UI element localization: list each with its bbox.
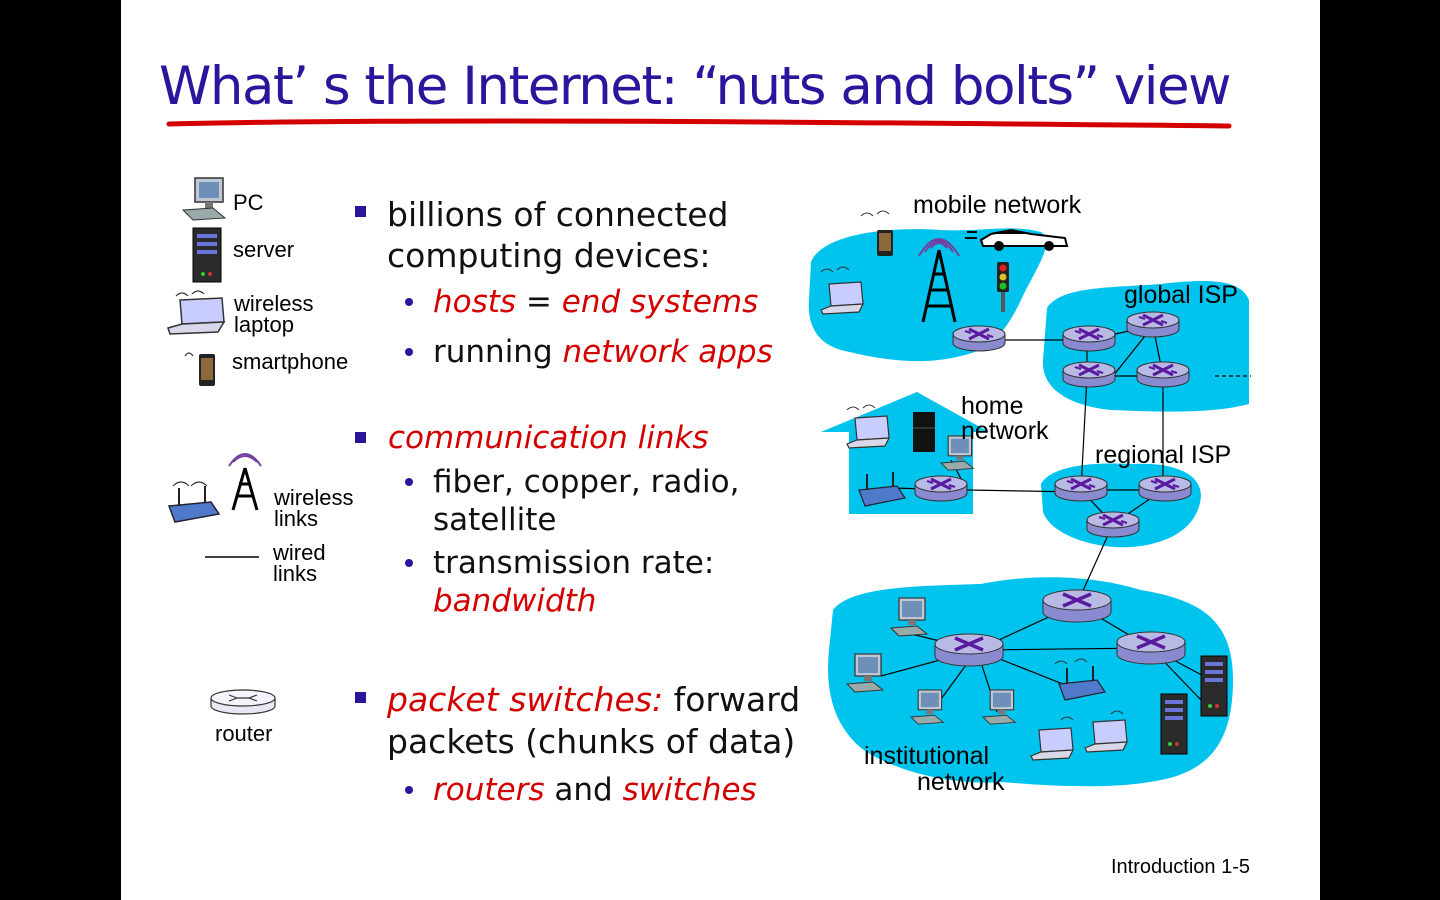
bullet-1-line-2: computing devices: — [387, 236, 711, 275]
router-icon — [210, 689, 276, 715]
label-home-network-1: home — [961, 392, 1024, 420]
sub-bullet-dot — [405, 786, 413, 794]
legend-wireless-links-label-2: links — [274, 506, 319, 531]
slide: What’ s the Internet: “nuts and bolts” v… — [121, 0, 1320, 900]
wireless-links-icon — [167, 453, 262, 523]
bullet-1-sub-1: hosts = end systems — [433, 283, 758, 321]
label-home-network-2: network — [961, 417, 1049, 445]
term-network-apps: network apps — [562, 334, 773, 370]
slide-title: What’ s the Internet: “nuts and bolts” v… — [159, 56, 1231, 117]
bullet-1-line-1: billions of connected — [387, 195, 729, 234]
bullet-2-sub-2-line-1: transmission rate: — [433, 545, 715, 581]
bullet-2-sub-1-line-1: fiber, copper, radio, — [433, 464, 740, 500]
slide-footer: Introduction 1-5 — [1111, 856, 1250, 878]
sub-bullet-dot — [405, 348, 413, 356]
sub-bullet-dot — [405, 559, 413, 567]
bullet-2-sub-2-line-2: bandwidth — [433, 583, 597, 619]
bullet-square-3 — [355, 692, 366, 703]
sub-bullet-dot — [405, 298, 413, 306]
term-end-systems: end systems — [561, 284, 759, 320]
legend-wireless-laptop-label-1: wireless — [234, 291, 314, 316]
pc-icon — [181, 177, 227, 221]
bullet-square-1 — [355, 206, 366, 217]
text-forward: forward — [663, 680, 801, 719]
term-hosts: hosts — [433, 284, 517, 320]
bullet-1-sub-2: running network apps — [433, 333, 773, 371]
bullet-3-sub-1: routers and switches — [433, 771, 757, 809]
term-routers: routers — [433, 772, 545, 808]
bullet-3-line-2: packets (chunks of data) — [387, 722, 796, 761]
bullet-2-sub-1-line-2: satellite — [433, 502, 557, 538]
equals-sign: = — [516, 284, 562, 320]
wired-link-line — [205, 556, 259, 558]
legend-server-label: server — [233, 237, 295, 262]
router-mobile — [951, 324, 1007, 353]
legend-wireless-laptop-label-2: laptop — [234, 312, 294, 337]
legend-smartphone-label: smartphone — [232, 349, 349, 374]
legend-router-label: router — [215, 721, 273, 746]
legend-wireless-links-label-1: wireless — [274, 485, 354, 510]
label-regional-isp: regional ISP — [1095, 441, 1232, 469]
legend-wired-links-label-2: links — [273, 561, 318, 586]
wireless-laptop-icon — [167, 290, 226, 335]
text-and: and — [544, 772, 623, 808]
network-diagram — [808, 210, 1251, 787]
legend-pc-label: PC — [233, 190, 264, 215]
label-institutional-network-2: network — [917, 768, 1005, 796]
label-institutional-network-1: institutional — [864, 742, 990, 770]
label-global-isp: global ISP — [1124, 281, 1238, 309]
server-icon — [192, 227, 222, 283]
label-mobile-network: mobile network — [913, 191, 1082, 219]
term-switches: switches — [622, 772, 757, 808]
smartphone-icon — [184, 352, 215, 386]
bullet-square-2 — [355, 432, 366, 443]
text-running: running — [433, 334, 563, 370]
institutional-network-cloud — [828, 577, 1233, 787]
title-underline — [166, 118, 1232, 129]
sub-bullet-dot — [405, 478, 413, 486]
legend-wired-links-label-1: wired — [273, 540, 326, 565]
bullet-2-line-1: communication links — [388, 420, 709, 456]
term-packet-switches: packet switches: — [387, 680, 664, 719]
bullet-3-line-1: packet switches: forward — [387, 679, 800, 720]
